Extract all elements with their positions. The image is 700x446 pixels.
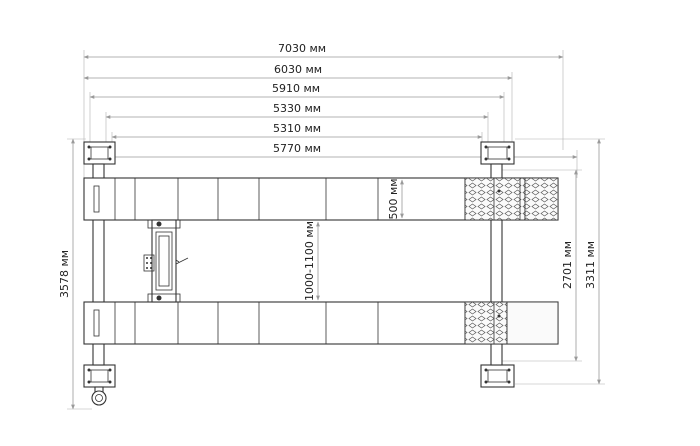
dim-label-overall-length: 7030 мм — [278, 42, 326, 55]
post-bottom-left — [83, 364, 116, 388]
dim-label-width-outer: 3311 мм — [584, 241, 597, 289]
dim-label-length-3: 5910 мм — [272, 82, 320, 95]
dim-label-runway-width: 500 мм — [387, 178, 400, 219]
post-top-right — [480, 141, 515, 165]
dim-label-length-5: 5310 мм — [273, 122, 321, 135]
runway-bottom — [83, 301, 559, 345]
runway-top — [83, 177, 559, 221]
dim-label-runway-length: 5770 мм — [273, 142, 321, 155]
hydraulic-pump-unit — [91, 390, 107, 406]
left-dimension: 3578 мм — [58, 138, 92, 410]
slip-plate-bottom — [506, 301, 559, 345]
dim-label-width-inner: 2701 мм — [561, 241, 574, 289]
runway-end-details — [93, 185, 501, 337]
dim-label-inner-span: 1000-1100 мм — [303, 221, 316, 301]
post-top-left — [83, 141, 116, 165]
jacking-beam-handle — [175, 257, 189, 265]
dim-label-length-4: 5330 мм — [273, 102, 321, 115]
top-dimensions: 7030 мм 6030 мм 5910 мм 5330 мм 5310 мм … — [83, 42, 578, 178]
post-bottom-right — [480, 364, 515, 388]
dim-label-length-2: 6030 мм — [274, 63, 322, 76]
jacking-beam — [143, 219, 189, 303]
cross-beams — [91, 163, 503, 406]
right-dimensions: 2701 мм 3311 мм — [500, 138, 605, 385]
inner-dimensions: 500 мм 1000-1100 мм — [303, 178, 404, 301]
cross-beam-right — [490, 163, 503, 366]
cross-beam-left — [92, 163, 105, 366]
jacking-beam-pump — [143, 254, 155, 272]
dim-label-overall-width: 3578 мм — [58, 250, 71, 298]
